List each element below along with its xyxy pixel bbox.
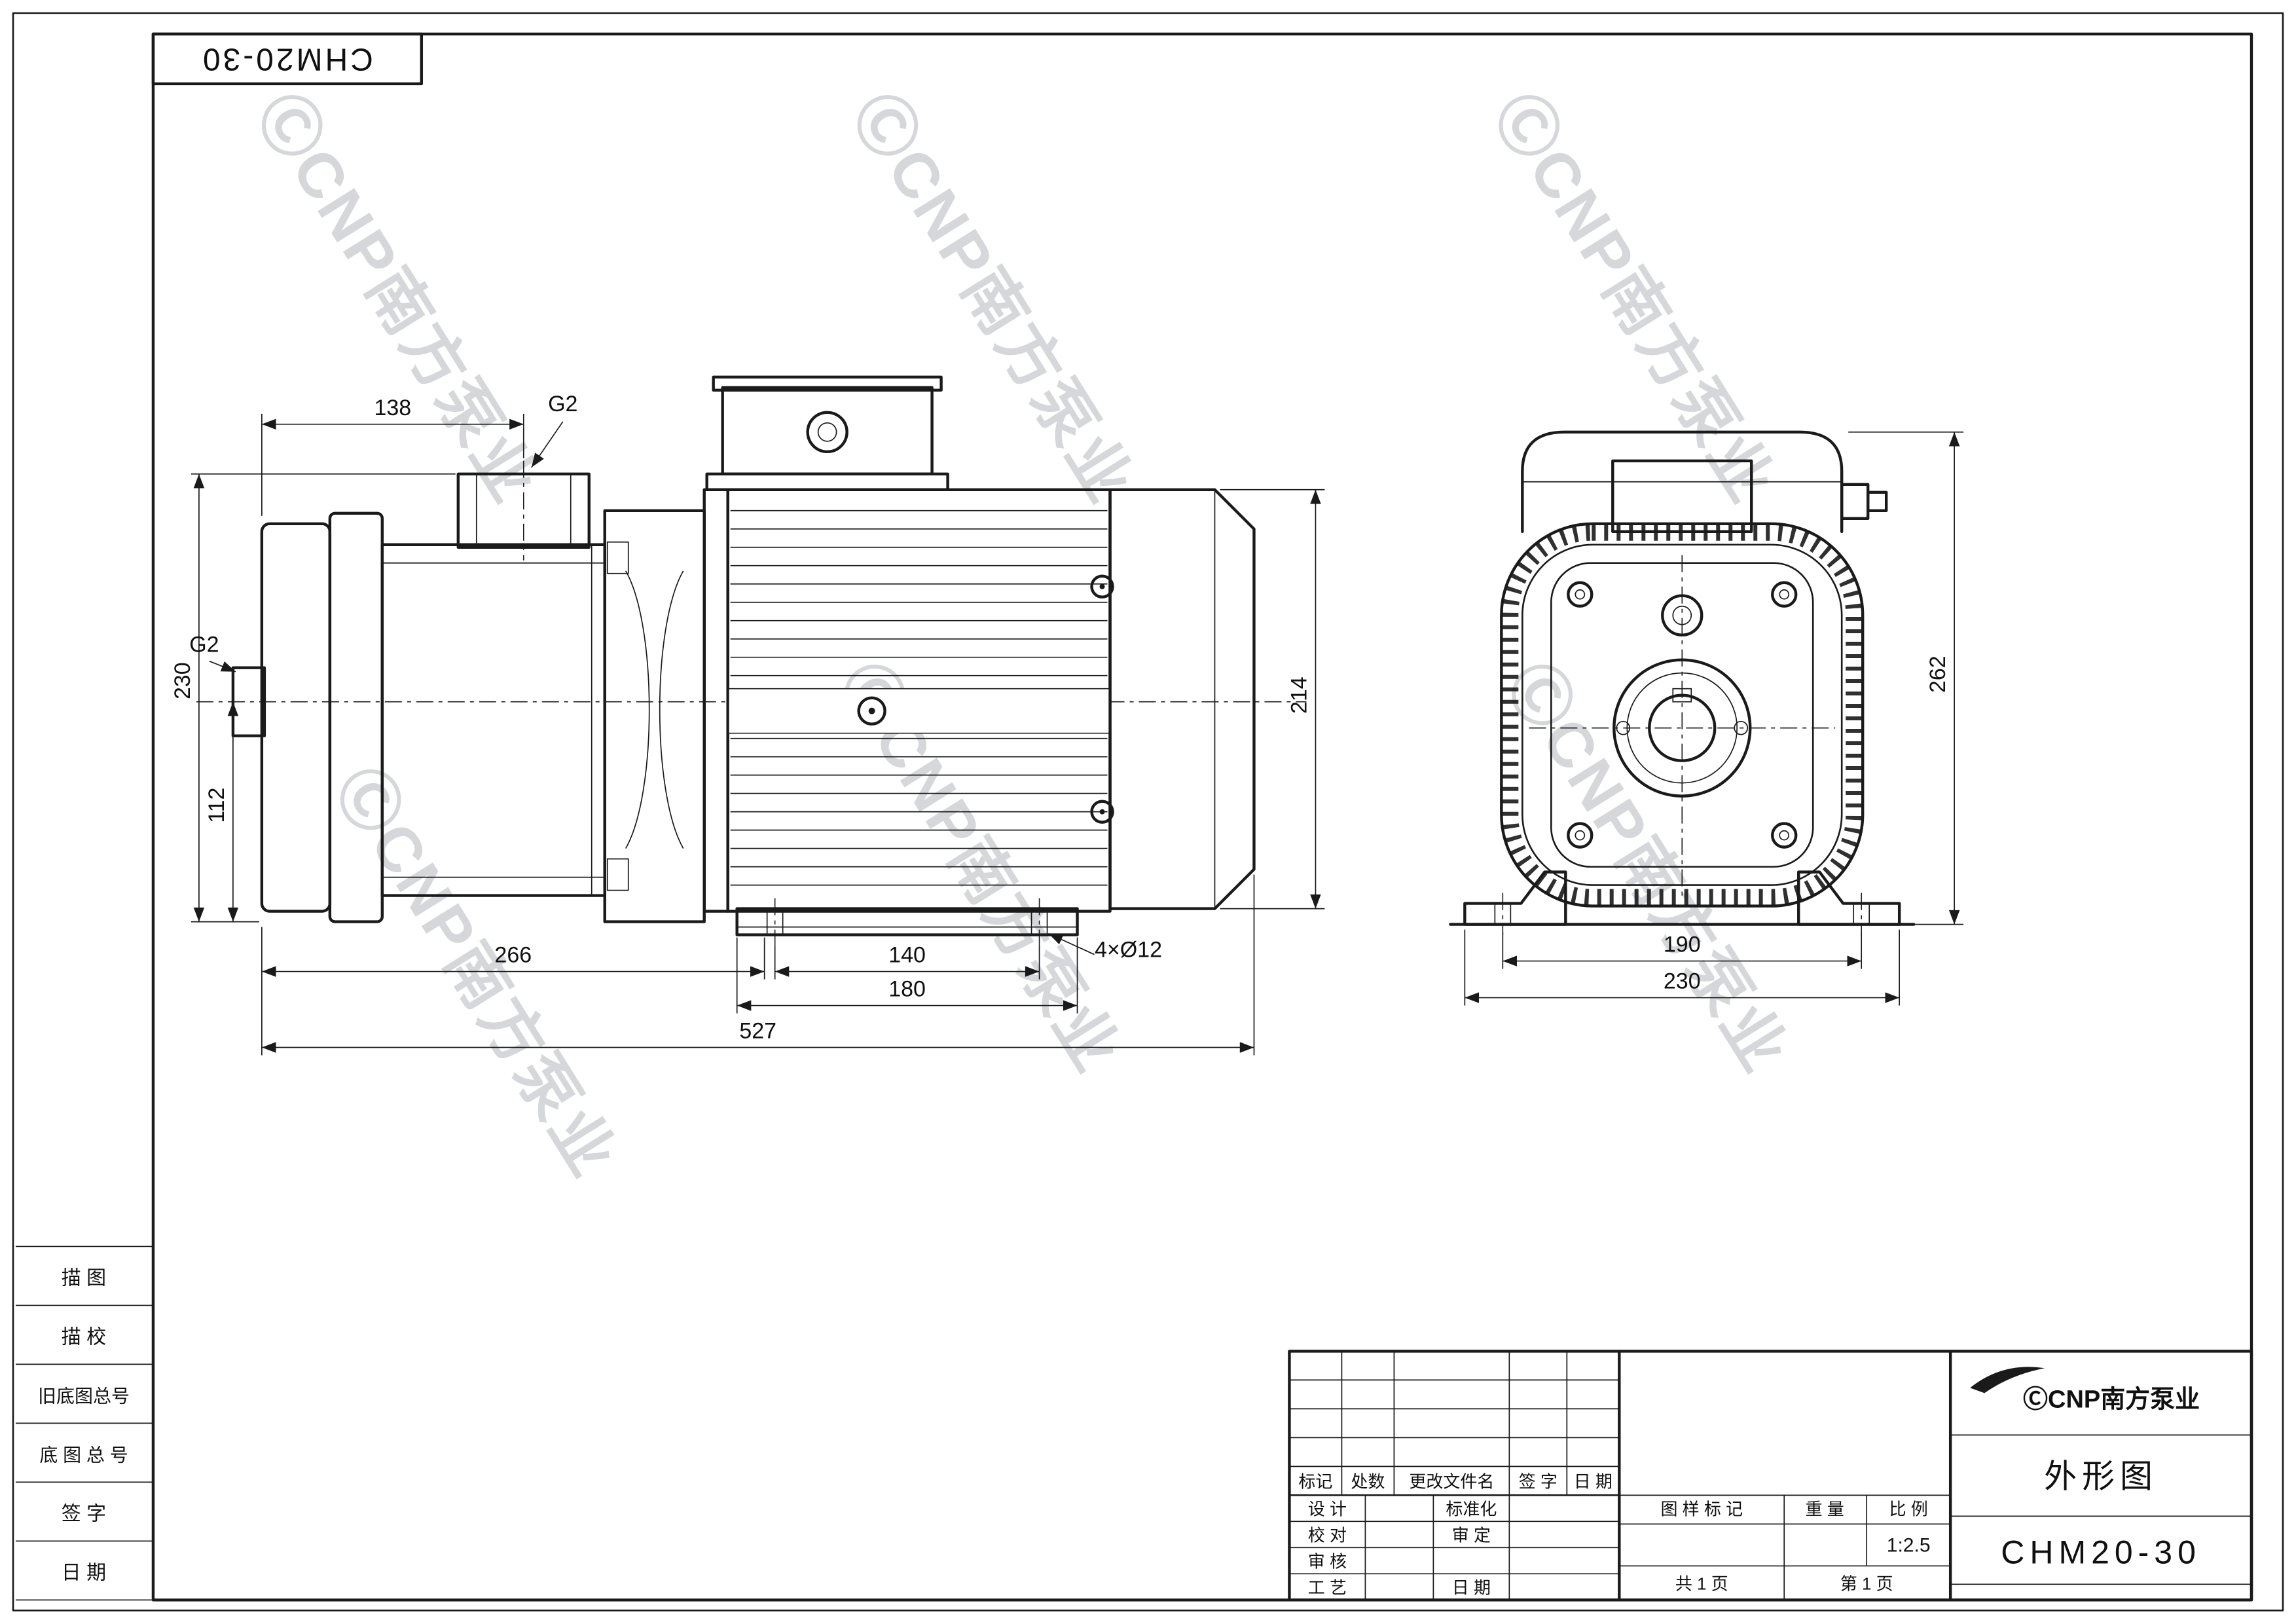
- rev-col-count: 处数: [1351, 1471, 1385, 1491]
- cnp-logo-swoosh-icon: [1970, 1367, 2045, 1393]
- model-box: CHM20-30: [151, 32, 424, 86]
- motor-base: [735, 898, 1079, 946]
- role-process: 工 艺: [1308, 1578, 1347, 1597]
- sidebar-row-trace-drawing: 描 图: [62, 1267, 106, 1289]
- dim-190: 190: [1664, 932, 1701, 957]
- role-date: 日 期: [1452, 1578, 1491, 1597]
- side-view-dimensions: 138 G2 230 G2 112 266 140 180 527 4×Ø12: [170, 392, 1325, 1056]
- sidebar-row-base-no: 底 图 总 号: [39, 1445, 128, 1465]
- rev-col-date: 日 期: [1574, 1471, 1613, 1491]
- stamp-weight-label: 重 量: [1806, 1499, 1844, 1519]
- role-review: 审 核: [1308, 1551, 1347, 1571]
- role-design: 设 计: [1308, 1499, 1347, 1519]
- terminal-box: [705, 375, 949, 491]
- front-feet: [1449, 870, 1916, 935]
- role-standardization: 标准化: [1446, 1499, 1497, 1519]
- sheet-number: 第 1 页: [1840, 1574, 1893, 1593]
- stamp-mark-label: 图 样 标 记: [1660, 1499, 1743, 1519]
- dim-mount-holes: 4×Ø12: [1095, 938, 1162, 963]
- drawing-model: CHM20-30: [2001, 1534, 2201, 1570]
- dim-230-front: 230: [1664, 969, 1701, 994]
- role-check: 校 对: [1308, 1525, 1347, 1545]
- sidebar-row-signature: 签 字: [62, 1503, 106, 1524]
- sidebar: 描 图 描 校 旧底图总号 底 图 总 号 签 字 日 期: [16, 1246, 153, 1601]
- lifting-boss: [857, 696, 886, 726]
- dim-262: 262: [1925, 655, 1950, 693]
- dim-112: 112: [204, 788, 229, 823]
- dim-g2-suction: G2: [189, 633, 219, 657]
- cable-gland-icon: [806, 411, 848, 453]
- page-frame: [12, 12, 2284, 1612]
- dim-140: 140: [888, 943, 926, 968]
- sidebar-row-date: 日 期: [62, 1562, 106, 1583]
- front-view-pump: [1449, 430, 1916, 935]
- dim-230-side: 230: [170, 662, 195, 699]
- front-view-dimensions: 262 190 230: [1464, 431, 1964, 1006]
- sidebar-row-trace-check: 描 校: [62, 1326, 106, 1348]
- dim-138: 138: [374, 396, 411, 420]
- model-box-label: CHM20-30: [200, 41, 373, 76]
- dim-214: 214: [1286, 676, 1311, 714]
- dim-527: 527: [739, 1019, 776, 1044]
- drawing-title: 外形图: [2044, 1458, 2158, 1494]
- sheets-total: 共 1 页: [1675, 1574, 1728, 1593]
- stamp-scale-label: 比 例: [1889, 1499, 1928, 1519]
- motor-fins: [730, 509, 1108, 886]
- cnp-logo-text: ⒸCNP南方泵业: [2023, 1386, 2200, 1413]
- rev-col-mark: 标记: [1298, 1471, 1332, 1491]
- sidebar-row-old-base-no: 旧底图总号: [38, 1386, 130, 1406]
- role-approve: 审 定: [1452, 1525, 1491, 1545]
- side-view-pump: [196, 375, 1307, 946]
- title-block: 标记 处数 更改文件名 签 字 日 期 设 计 标准化 校 对 审 定 审 核 …: [1288, 1350, 2253, 1602]
- scale-value: 1:2.5: [1887, 1534, 1931, 1556]
- dim-g2-discharge: G2: [548, 392, 577, 416]
- dim-266: 266: [494, 943, 532, 968]
- discharge-port: [456, 460, 591, 561]
- rev-col-sign: 签 字: [1519, 1471, 1558, 1491]
- rev-col-file: 更改文件名: [1409, 1471, 1494, 1491]
- dim-180: 180: [888, 977, 926, 1002]
